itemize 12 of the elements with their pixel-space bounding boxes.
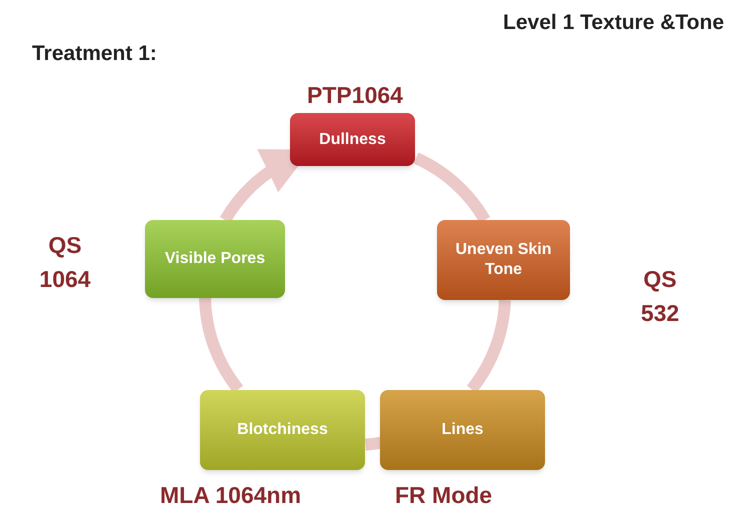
process-box: Lines: [380, 390, 545, 470]
process-box: Visible Pores: [145, 220, 285, 298]
process-box: Blotchiness: [200, 390, 365, 470]
heading-label: Level 1 Texture &Tone: [502, 10, 724, 36]
mode-label: PTP1064: [306, 81, 404, 110]
mode-label: FR Mode: [395, 481, 494, 510]
process-box: Dullness: [290, 113, 415, 166]
process-box: Uneven Skin Tone: [437, 220, 570, 300]
mode-label: MLA 1064nm: [160, 481, 302, 510]
title: Treatment 1:: [32, 41, 157, 67]
mode-label: QS 532: [640, 265, 680, 328]
mode-label: QS 1064: [38, 231, 92, 294]
